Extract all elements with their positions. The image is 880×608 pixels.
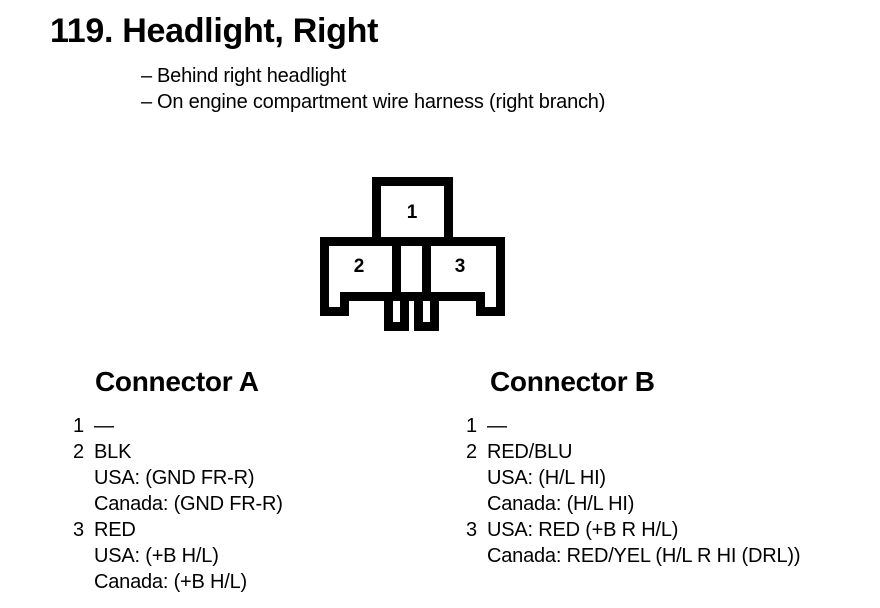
connector-a-heading: Connector A [95,366,259,397]
pin-row: 3 USA: RED (+B R H/L) Canada: RED/YEL (H… [458,517,878,569]
pin-line: BLK [94,441,132,463]
pin-line: USA: RED (+B R H/L) [487,519,679,541]
pin-detail-lines: USA: RED (+B R H/L) Canada: RED/YEL (H/L… [487,517,878,569]
page-title: 119. Headlight, Right [50,12,379,50]
pin-index: 1 [466,415,477,437]
pin-row: 3 RED USA: (+B H/L) Canada: (+B H/L) [62,517,462,595]
pin-line: RED/BLU [487,441,573,463]
list-item-label: Behind right headlight [157,65,347,87]
pin-line: Canada: RED/YEL (H/L R HI (DRL)) [487,545,801,567]
list-item-label: On engine compartment wire harness (righ… [157,91,606,113]
pin-detail-lines: — [94,413,462,439]
list-item: –Behind right headlight [141,63,605,89]
pin-label-3: 3 [455,256,466,277]
pin-row: 1 — [458,413,878,439]
pin-index: 1 [73,415,84,437]
pin-line: Canada: (+B H/L) [94,571,247,593]
pin-detail-lines: — [487,413,878,439]
pin-line: — [94,415,114,437]
connector-outline-graphic: 1 2 3 [320,177,505,331]
location-notes-list: –Behind right headlight –On engine compa… [141,63,605,115]
pin-index: 2 [466,441,477,463]
pin-detail-lines: RED USA: (+B H/L) Canada: (+B H/L) [94,517,462,595]
pin-detail-lines: RED/BLU USA: (H/L HI) Canada: (H/L HI) [487,439,878,517]
pin-index: 2 [73,441,84,463]
pin-line: RED [94,519,136,541]
pin-label-1: 1 [407,202,418,223]
pin-detail-lines: BLK USA: (GND FR-R) Canada: (GND FR-R) [94,439,462,517]
en-dash-icon: – [141,91,152,113]
pin-index: 3 [73,519,84,541]
connector-shell-outline [320,237,505,316]
pin-line: USA: (+B H/L) [94,545,219,567]
connector-diagram: 1 2 3 [300,165,530,335]
pin-row: 2 RED/BLU USA: (H/L HI) Canada: (H/L HI) [458,439,878,517]
pin-line: USA: (H/L HI) [487,467,606,489]
pin-line: Canada: (H/L HI) [487,493,635,515]
lock-prong-left [384,296,409,331]
list-item: –On engine compartment wire harness (rig… [141,89,605,115]
connector-a-section: Connector A 1 — 2 BLK USA: (GND FR-R) Ca… [62,366,462,595]
pin-line: — [487,415,507,437]
connector-b-section: Connector B 1 — 2 RED/BLU USA: (H/L HI) … [458,366,878,569]
en-dash-icon: – [141,65,152,87]
pin-line: Canada: (GND FR-R) [94,493,283,515]
pin-line: USA: (GND FR-R) [94,467,255,489]
pin-index: 3 [466,519,477,541]
connector-b-heading: Connector B [490,366,655,397]
pin-label-2: 2 [354,256,365,277]
lock-prong-right [414,296,439,331]
pin-row: 1 — [62,413,462,439]
pin-row: 2 BLK USA: (GND FR-R) Canada: (GND FR-R) [62,439,462,517]
